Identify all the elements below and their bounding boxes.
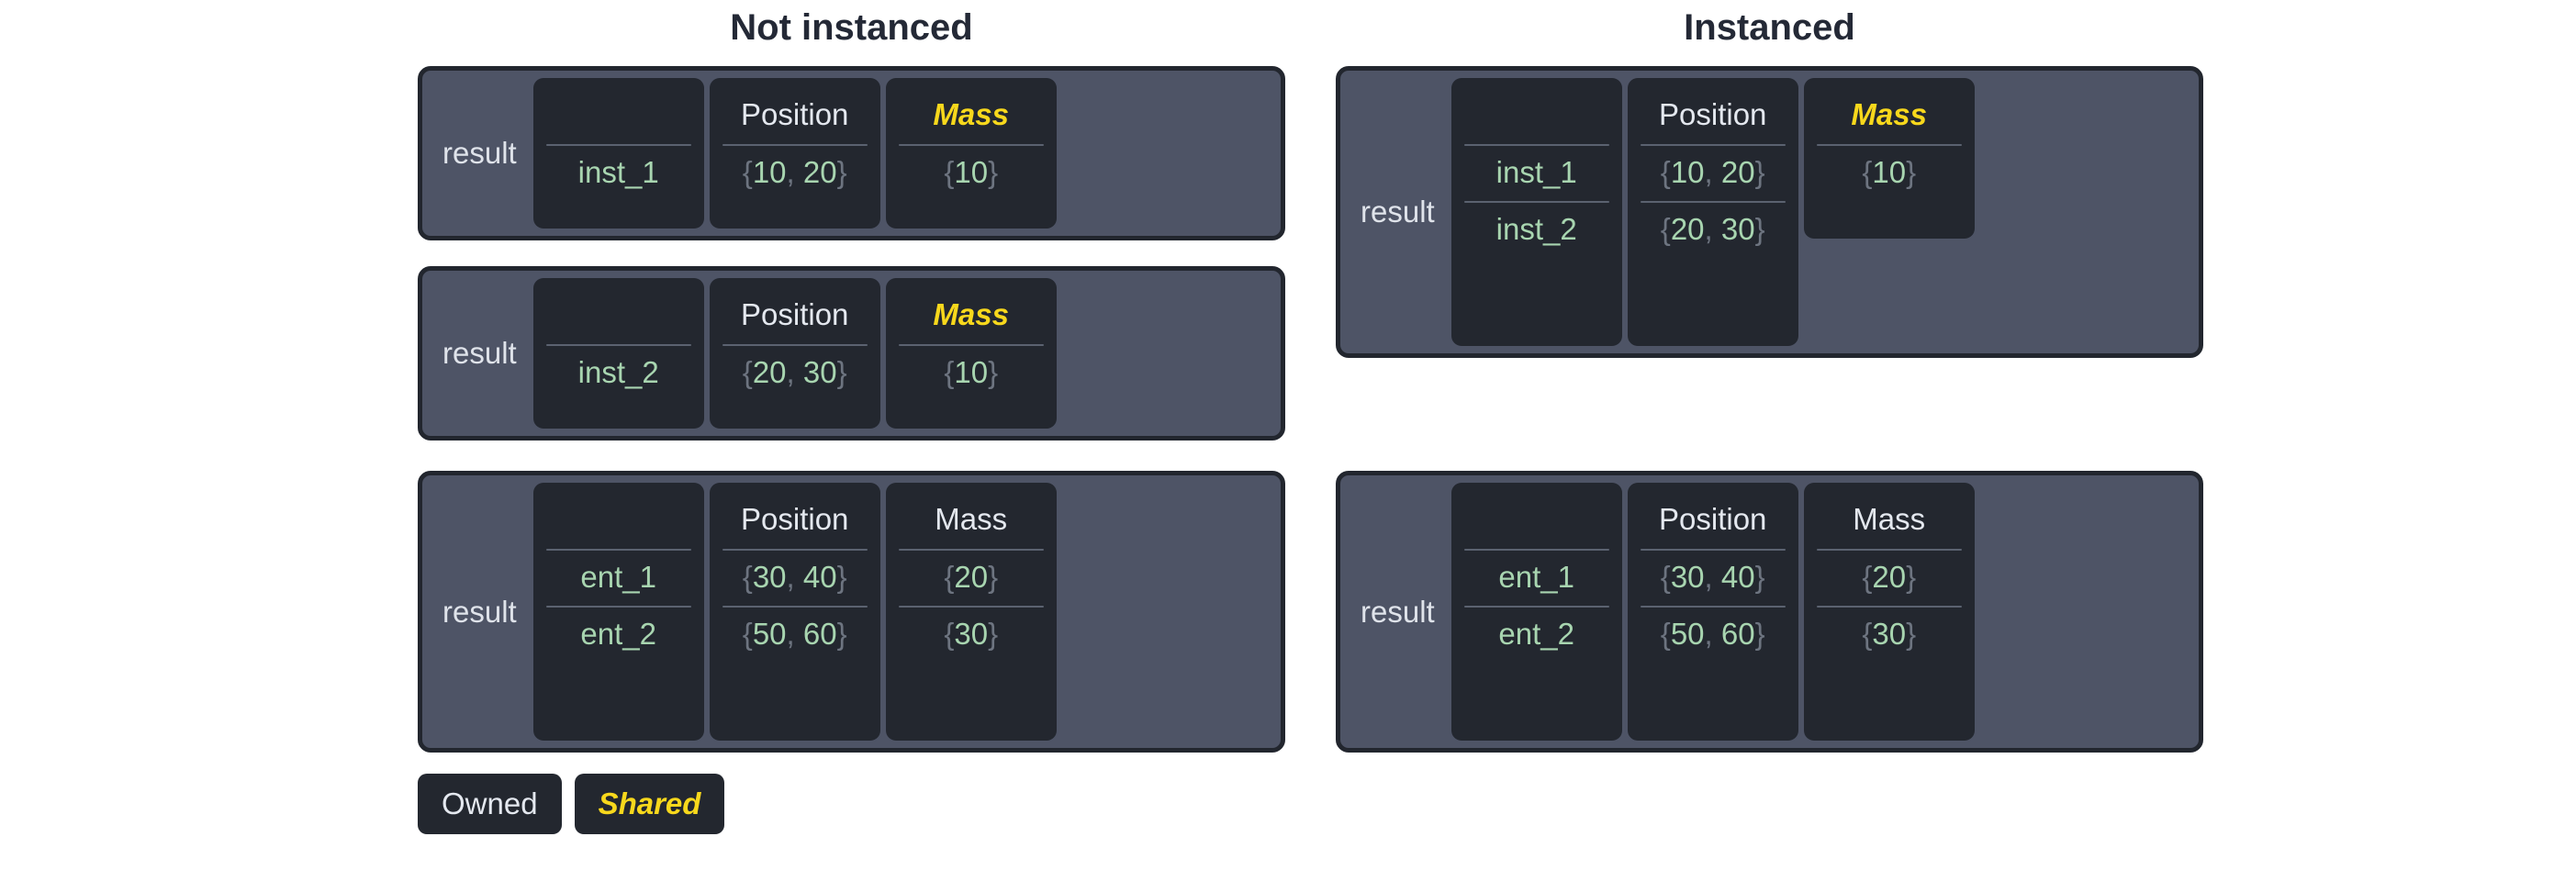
column-position: Position {30, 40} {50, 60} bbox=[709, 483, 880, 741]
cell-position-value: {10, 20} bbox=[1660, 155, 1765, 189]
result-table-instanced-2: result ent_1 ent_2 Position {30, 40} {50… bbox=[1336, 471, 2203, 753]
header-separator bbox=[1463, 549, 1609, 551]
cell-entity-name: ent_2 bbox=[580, 617, 656, 651]
header-separator bbox=[722, 344, 868, 346]
column-mass: Mass {20} {30} bbox=[885, 483, 1057, 741]
column-header-mass: Mass bbox=[933, 297, 1009, 331]
header-separator bbox=[545, 549, 691, 551]
column-group: ent_1 ent_2 Position {30, 40} {50, 60} M… bbox=[1450, 483, 2191, 741]
result-table-instanced-1: result inst_1 inst_2 Position {10, 20} {… bbox=[1336, 66, 2203, 358]
result-label: result bbox=[442, 594, 517, 629]
legend-chip-shared: Shared bbox=[574, 774, 725, 834]
column-mass: Mass {10} bbox=[885, 78, 1057, 229]
row-separator bbox=[1816, 606, 1962, 608]
column-position: Position {10, 20} bbox=[709, 78, 880, 229]
cell-mass-value: {10} bbox=[944, 155, 999, 189]
result-table-not-instanced-2: result inst_2 Position {20, 30} Mass {10… bbox=[418, 266, 1285, 441]
column-header-entity bbox=[1464, 87, 1609, 142]
result-label: result bbox=[1361, 195, 1435, 229]
header-separator bbox=[898, 344, 1044, 346]
column-header-entity bbox=[546, 287, 691, 342]
cell-entity-name: ent_1 bbox=[1498, 560, 1574, 594]
column-heading-instanced: Instanced bbox=[1684, 7, 1855, 48]
column-entity: inst_1 bbox=[532, 78, 704, 229]
result-label: result bbox=[442, 136, 517, 170]
header-separator bbox=[898, 144, 1044, 146]
header-separator bbox=[1640, 549, 1786, 551]
column-header-entity bbox=[546, 492, 691, 547]
column-header-mass: Mass bbox=[1853, 502, 1926, 536]
row-separator bbox=[1463, 606, 1609, 608]
result-table-not-instanced-3: result ent_1 ent_2 Position {30, 40} {50… bbox=[418, 471, 1285, 753]
cell-entity-name: ent_2 bbox=[1498, 617, 1574, 651]
cell-position-value: {10, 20} bbox=[742, 155, 847, 189]
column-header-position: Position bbox=[1659, 502, 1767, 536]
row-separator bbox=[1640, 201, 1786, 203]
row-separator bbox=[545, 606, 691, 608]
row-separator bbox=[898, 606, 1044, 608]
column-header-position: Position bbox=[741, 502, 849, 536]
cell-position-value: {30, 40} bbox=[1660, 560, 1765, 594]
column-entity: ent_1 ent_2 bbox=[532, 483, 704, 741]
cell-mass-value: {30} bbox=[1862, 617, 1917, 651]
column-header-entity bbox=[1464, 492, 1609, 547]
cell-entity-name: inst_2 bbox=[1495, 212, 1577, 246]
column-mass: Mass {20} {30} bbox=[1803, 483, 1975, 741]
cell-entity-name: inst_1 bbox=[1495, 155, 1577, 189]
cell-entity-name: ent_1 bbox=[580, 560, 656, 594]
legend-chip-owned: Owned bbox=[418, 774, 562, 834]
column-header-mass: Mass bbox=[1851, 97, 1927, 131]
column-entity: inst_1 inst_2 bbox=[1450, 78, 1622, 346]
result-label: result bbox=[1361, 594, 1435, 629]
cell-mass-value: {20} bbox=[1862, 560, 1917, 594]
column-group: inst_2 Position {20, 30} Mass {10} bbox=[532, 278, 1273, 429]
cell-mass-value: {30} bbox=[944, 617, 999, 651]
header-separator bbox=[1463, 144, 1609, 146]
cell-mass-value: {20} bbox=[944, 560, 999, 594]
legend: Owned Shared bbox=[418, 774, 725, 834]
cell-position-value: {20, 30} bbox=[742, 355, 847, 389]
column-entity: ent_1 ent_2 bbox=[1450, 483, 1622, 741]
cell-position-value: {50, 60} bbox=[742, 617, 847, 651]
cell-entity-name: inst_1 bbox=[577, 155, 659, 189]
cell-mass-value: {10} bbox=[944, 355, 999, 389]
column-heading-not-instanced: Not instanced bbox=[730, 7, 973, 48]
header-separator bbox=[722, 549, 868, 551]
result-label: result bbox=[442, 336, 517, 370]
column-header-position: Position bbox=[1659, 97, 1767, 131]
header-separator bbox=[1816, 549, 1962, 551]
column-mass-shared: Mass {10} bbox=[1803, 78, 1975, 239]
header-separator bbox=[1816, 144, 1962, 146]
column-mass: Mass {10} bbox=[885, 278, 1057, 429]
header-separator bbox=[722, 144, 868, 146]
row-separator bbox=[722, 606, 868, 608]
cell-position-value: {20, 30} bbox=[1660, 212, 1765, 246]
column-header-position: Position bbox=[741, 97, 849, 131]
cell-entity-name: inst_2 bbox=[577, 355, 659, 389]
row-separator bbox=[1640, 606, 1786, 608]
column-group: inst_1 inst_2 Position {10, 20} {20, 30}… bbox=[1450, 78, 2191, 346]
cell-mass-value: {10} bbox=[1862, 155, 1917, 189]
row-separator bbox=[1463, 201, 1609, 203]
column-group: inst_1 Position {10, 20} Mass {10} bbox=[532, 78, 1273, 229]
column-entity: inst_2 bbox=[532, 278, 704, 429]
header-separator bbox=[898, 549, 1044, 551]
column-header-mass: Mass bbox=[933, 97, 1009, 131]
header-separator bbox=[545, 144, 691, 146]
cell-position-value: {30, 40} bbox=[742, 560, 847, 594]
column-header-position: Position bbox=[741, 297, 849, 331]
column-header-entity bbox=[546, 87, 691, 142]
result-table-not-instanced-1: result inst_1 Position {10, 20} Mass {10… bbox=[418, 66, 1285, 240]
column-position: Position {30, 40} {50, 60} bbox=[1627, 483, 1798, 741]
header-separator bbox=[1640, 144, 1786, 146]
column-group: ent_1 ent_2 Position {30, 40} {50, 60} M… bbox=[532, 483, 1273, 741]
column-header-mass: Mass bbox=[935, 502, 1008, 536]
column-position: Position {20, 30} bbox=[709, 278, 880, 429]
header-separator bbox=[545, 344, 691, 346]
cell-position-value: {50, 60} bbox=[1660, 617, 1765, 651]
column-position: Position {10, 20} {20, 30} bbox=[1627, 78, 1798, 346]
